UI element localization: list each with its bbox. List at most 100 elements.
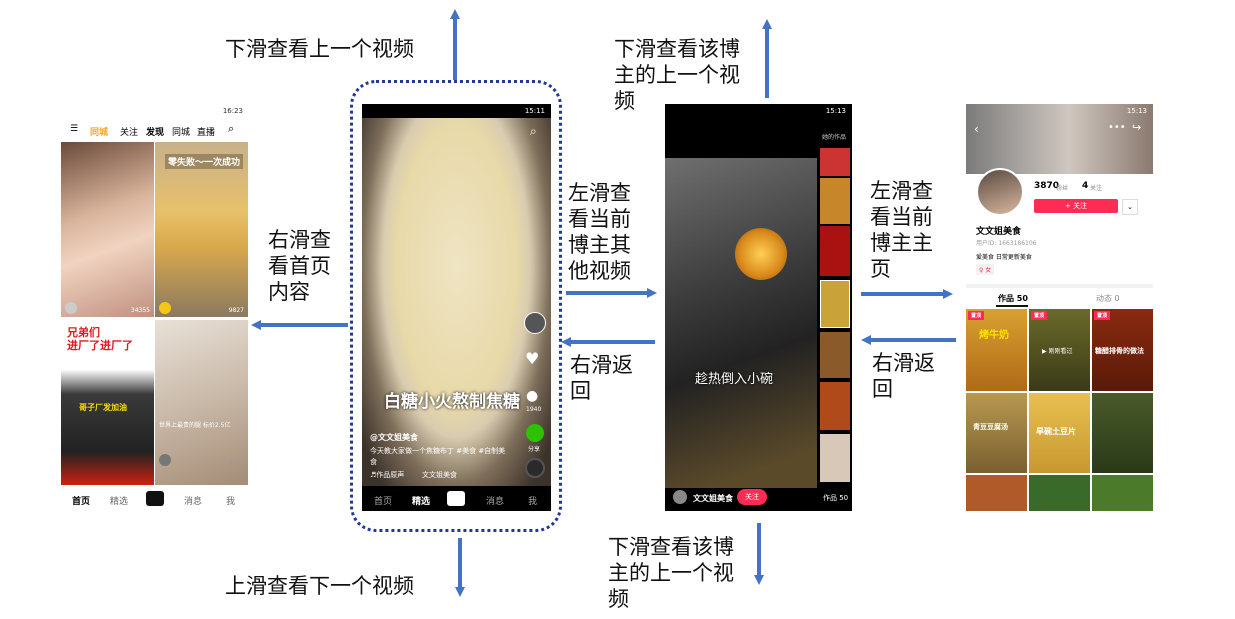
- label-right-back2: 右滑返 回: [872, 351, 935, 401]
- grid-caption: 旱碗土豆片: [1036, 427, 1076, 436]
- feed-card-legs[interactable]: 世界上最贵的腿 标价2.5亿 3643: [155, 320, 248, 485]
- author-avatar[interactable]: [524, 312, 546, 334]
- feed-card-cake[interactable]: 零失败～一次成功 9827: [155, 142, 248, 317]
- comment-icon[interactable]: ●: [526, 388, 539, 404]
- user-id: 用户ID: 1663186106: [976, 240, 1037, 247]
- phone-blogger-videos: 15:13 她的作品 趁热倒入小碗 文文姐美食 关注 作品 50: [665, 104, 852, 511]
- phone-home-feed: 16:23 ☰ 同城 关注 发现 同城 直播 ⌕ 34355 零失败～一次成功 …: [60, 104, 249, 511]
- video-frame[interactable]: 趁热倒入小碗: [665, 158, 817, 488]
- music-author[interactable]: 文文姐美食: [422, 471, 457, 479]
- comment-count: 1940: [526, 406, 542, 413]
- card-caption: 零失败～一次成功: [165, 154, 244, 169]
- author-name[interactable]: 文文姐美食: [693, 494, 733, 503]
- label-right-home: 右滑查 看首页 内容: [268, 228, 331, 304]
- tab-live[interactable]: 直播: [197, 128, 216, 138]
- grid-item[interactable]: 置顶 糖醋排骨的做法: [1092, 309, 1153, 391]
- grid-caption: 糖醋排骨的做法: [1095, 347, 1144, 355]
- nav-me[interactable]: 我: [528, 497, 538, 507]
- follows-label: 关注: [1090, 185, 1103, 192]
- video-description: 今天教大家做一个焦糖布丁 #美食 #自制美食: [370, 447, 506, 466]
- like-count: 34355: [130, 307, 150, 314]
- follow-button[interactable]: + 关注: [1034, 199, 1118, 213]
- feed-card-factory[interactable]: 兄弟们 进厂了进厂了 哥子厂发加油: [61, 320, 154, 485]
- music-disc-icon[interactable]: [525, 458, 545, 478]
- like-count: 9827: [228, 307, 244, 314]
- grid-item[interactable]: 置顶 烤牛奶: [966, 309, 1027, 391]
- tab-local[interactable]: 同城: [172, 128, 191, 138]
- current-video-frame: [350, 80, 562, 532]
- tab-same-city[interactable]: 同城: [90, 128, 109, 138]
- like-icon[interactable]: ♥: [525, 349, 540, 368]
- card-caption: 世界上最贵的腿 标价2.5亿: [159, 422, 231, 429]
- pinned-badge: 置顶: [1031, 311, 1048, 320]
- tab-discover[interactable]: 发现: [146, 128, 165, 138]
- back-icon[interactable]: ‹: [974, 122, 979, 136]
- label-left-other: 左滑查 看当前 博主其 他视频: [568, 181, 631, 283]
- share-icon[interactable]: ↪: [1132, 121, 1142, 134]
- author-avatar[interactable]: [673, 490, 687, 504]
- status-bar: 16:23: [222, 107, 243, 115]
- grid-item[interactable]: [1092, 393, 1153, 473]
- work-thumb[interactable]: [820, 332, 850, 378]
- label-left-homepage: 左滑查 看当前 博主主 页: [870, 179, 933, 281]
- search-icon[interactable]: ⌕: [530, 124, 537, 138]
- grid-item[interactable]: 置顶 ▶ 刚刚看过: [1029, 309, 1090, 391]
- follow-button[interactable]: 关注: [737, 489, 767, 505]
- more-icon[interactable]: •••: [1108, 122, 1126, 133]
- grid-item[interactable]: [1029, 475, 1090, 511]
- nav-messages[interactable]: 消息: [184, 497, 203, 507]
- work-thumb[interactable]: [820, 280, 850, 328]
- nav-me[interactable]: 我: [226, 497, 236, 507]
- status-bar: 15:13: [1126, 107, 1147, 115]
- grid-item[interactable]: 青豆豆腐汤: [966, 393, 1027, 473]
- work-thumb[interactable]: [820, 382, 850, 430]
- feed-card-girl[interactable]: 34355: [61, 142, 154, 317]
- avatar: [159, 454, 171, 466]
- nav-home[interactable]: 首页: [72, 497, 91, 507]
- menu-icon[interactable]: ☰: [70, 124, 79, 134]
- label-top-blogger-prev: 下滑查看该博 主的上一个视 频: [614, 37, 740, 113]
- label-bottom-blogger-prev: 下滑查看该博 主的上一个视 频: [608, 535, 734, 611]
- profile-avatar[interactable]: [976, 168, 1024, 216]
- profile-banner: 15:13 ‹ ••• ↪: [966, 104, 1153, 174]
- grid-item[interactable]: [1092, 475, 1153, 511]
- nav-featured[interactable]: 精选: [412, 497, 431, 507]
- grid-item[interactable]: 旱碗土豆片: [1029, 393, 1090, 473]
- phone-current-video: 15:11 ⌕ ♥ ● 1940 分享 白糖小火熬制焦糖 @文文姐美食 今天教大…: [362, 104, 551, 511]
- works-strip: [820, 148, 850, 488]
- phone-blogger-homepage: 15:13 ‹ ••• ↪ 3870 粉丝 4 关注 + 关注 ⌄ 文文姐美食 …: [966, 104, 1153, 511]
- tab-dynamic[interactable]: 动态 0: [1096, 294, 1120, 303]
- bottom-nav: 首页 精选 消息 我: [362, 487, 551, 511]
- bottom-nav: 首页 精选 消息 我: [60, 488, 249, 511]
- search-icon[interactable]: ⌕: [228, 122, 235, 135]
- work-thumb[interactable]: [820, 178, 850, 224]
- grid-caption: 青豆豆腐汤: [973, 423, 1008, 431]
- video-frame[interactable]: [362, 118, 551, 486]
- tab-follow[interactable]: 关注: [120, 128, 139, 138]
- work-thumb[interactable]: [820, 148, 850, 176]
- nav-home[interactable]: 首页: [374, 497, 393, 507]
- work-thumb[interactable]: [820, 226, 850, 276]
- tab-works[interactable]: 作品 50: [998, 294, 1028, 303]
- pinned-badge: 置顶: [968, 311, 985, 320]
- create-button[interactable]: [447, 491, 465, 506]
- create-button[interactable]: [146, 491, 164, 506]
- her-works-label: 她的作品: [822, 134, 847, 141]
- fans-count: 3870: [1034, 181, 1060, 191]
- like-count: 3643: [228, 460, 244, 467]
- wechat-share-icon[interactable]: [526, 424, 544, 442]
- work-thumb[interactable]: [820, 434, 850, 482]
- nav-featured[interactable]: 精选: [110, 497, 129, 507]
- nav-messages[interactable]: 消息: [486, 497, 505, 507]
- status-bar: 15:11: [524, 107, 545, 115]
- dropdown-icon[interactable]: ⌄: [1122, 199, 1138, 215]
- label-up-next: 上滑查看下一个视频: [225, 574, 414, 598]
- author-handle[interactable]: @文文姐美食: [370, 433, 418, 442]
- status-bar: 15:13: [825, 107, 846, 115]
- spoon-shape: [735, 228, 787, 280]
- music-label[interactable]: ♬作品原声: [370, 471, 405, 479]
- bio: 爱美食 日常更新美食: [976, 254, 1032, 261]
- share-label: 分享: [528, 446, 541, 453]
- grid-item[interactable]: [966, 475, 1027, 511]
